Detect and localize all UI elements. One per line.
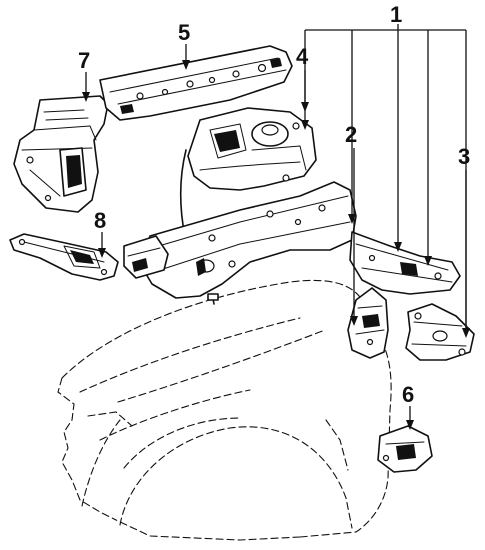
part-1-extension-bracket	[349, 231, 461, 295]
callout-1: 1	[390, 2, 402, 27]
callout-7: 7	[78, 48, 90, 73]
part-7-apron-bracket	[13, 95, 109, 213]
leader-lines	[82, 24, 470, 430]
callout-6: 6	[402, 382, 414, 407]
callout-5: 5	[178, 20, 190, 45]
callout-8: 8	[94, 208, 106, 233]
callout-4: 4	[296, 44, 309, 69]
fender-panel	[57, 279, 392, 541]
part-3-bracket	[405, 303, 475, 361]
part-2-bracket	[347, 287, 389, 359]
callout-2: 2	[345, 122, 357, 147]
part-6-clip	[377, 425, 433, 473]
part-5-upper-rail	[99, 45, 293, 121]
part-8-front-bracket	[9, 233, 119, 281]
callout-3: 3	[458, 144, 470, 169]
callout-labels: 1 2 3 4 5 6 7 8	[78, 2, 470, 407]
part-4-strut-tower	[179, 107, 317, 281]
inner-apron-frame	[123, 181, 357, 305]
